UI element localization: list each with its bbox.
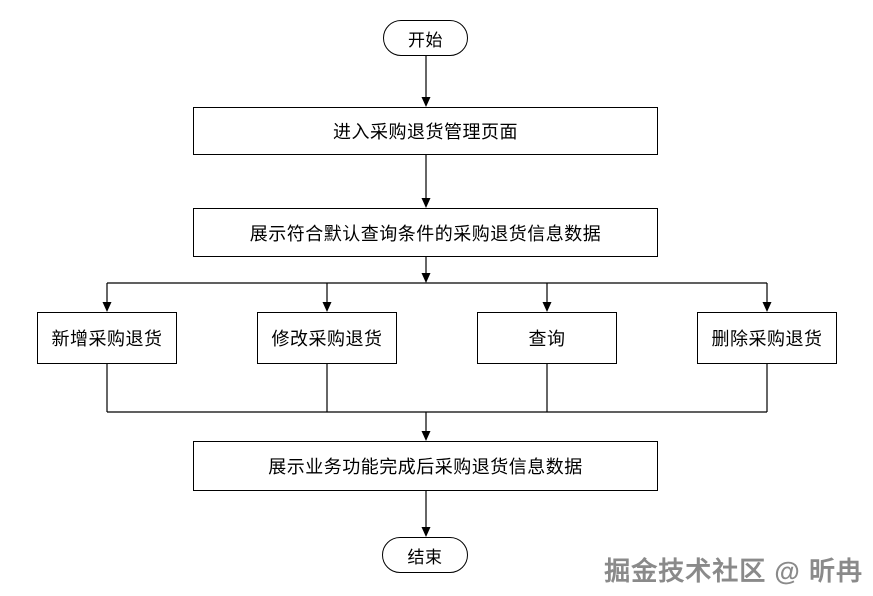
flow-node-end: 结束 [382, 537, 468, 573]
flow-node-show-result-data: 展示业务功能完成后采购退货信息数据 [193, 441, 658, 491]
flow-node-modify-purchase-return-label: 修改采购退货 [271, 329, 383, 349]
edge-split-add [102, 283, 112, 312]
edge-split-modify [322, 283, 332, 312]
flow-node-add-purchase-return-label: 新增采购退货 [51, 329, 163, 349]
flow-node-delete-purchase-return-label: 删除采购退货 [711, 329, 823, 349]
flow-node-start-label: 开始 [408, 30, 443, 50]
flow-node-show-default-data: 展示符合默认查询条件的采购退货信息数据 [193, 208, 658, 257]
edge-branches-merge [106, 364, 768, 413]
flow-node-delete-purchase-return: 删除采购退货 [697, 312, 837, 364]
edge-merge-show-result [421, 412, 431, 441]
edge-show-default-split [107, 257, 767, 284]
flow-node-show-default-data-label: 展示符合默认查询条件的采购退货信息数据 [249, 223, 602, 244]
flow-node-query: 查询 [477, 312, 617, 364]
flow-node-show-result-data-label: 展示业务功能完成后采购退货信息数据 [268, 457, 583, 477]
edge-split-delete [762, 283, 772, 312]
flow-node-modify-purchase-return: 修改采购退货 [257, 312, 397, 364]
edge-show-result-end [421, 491, 431, 537]
flow-node-enter-page: 进入采购退货管理页面 [193, 107, 658, 155]
flow-node-query-label: 查询 [528, 329, 566, 349]
edge-start-enter-page [421, 56, 431, 107]
flow-node-start: 开始 [383, 20, 468, 56]
edge-split-query [542, 283, 552, 312]
flow-node-enter-page-label: 进入采购退货管理页面 [333, 122, 518, 142]
watermark-text: 掘金技术社区 @ 昕冉 [604, 556, 863, 586]
flow-node-add-purchase-return: 新增采购退货 [37, 312, 177, 364]
edge-enter-page-show-default [421, 155, 431, 208]
flow-node-end-label: 结束 [407, 547, 443, 567]
